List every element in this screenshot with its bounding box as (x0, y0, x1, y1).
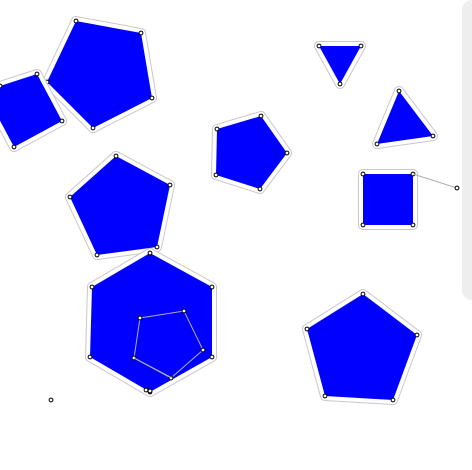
pentagon-center-handle-3[interactable] (284, 150, 290, 156)
pentagon-mid-left-handle-1[interactable] (113, 153, 119, 159)
pentagon-bottom-right-handle-4[interactable] (322, 393, 328, 399)
pentagon-mid-left[interactable] (65, 151, 175, 260)
pentagon-bottom-right[interactable] (302, 289, 422, 405)
hexagon-bottom-left-handle-3[interactable] (209, 354, 215, 360)
square-right-fill[interactable] (363, 174, 413, 225)
guide-line-inner[interactable] (133, 357, 173, 379)
side-panel-edge (462, 0, 472, 300)
pentagon-mid-left-handle-4[interactable] (94, 252, 100, 258)
pentagon-center-handle-2[interactable] (258, 113, 264, 119)
hexagon-bottom-left-fill[interactable] (90, 253, 212, 392)
square-right-handle-1[interactable] (360, 171, 366, 177)
triangle-right-handle-2[interactable] (430, 133, 436, 139)
pentagon-top-left[interactable] (42, 16, 157, 133)
pentagon-outline-inner-line[interactable] (133, 310, 204, 379)
handle-hexagon-extra-2[interactable] (147, 388, 153, 394)
pentagon-top-left-handle-4[interactable] (90, 125, 96, 131)
pentagon-center[interactable] (211, 111, 292, 194)
pentagon-bottom-right-handle-3[interactable] (390, 397, 396, 403)
triangle-top-right-handle-1[interactable] (316, 43, 322, 49)
square-left-handle-4[interactable] (11, 144, 17, 150)
hexagon-bottom-left-handle-5[interactable] (87, 354, 93, 360)
square-left-handle-1[interactable] (0, 83, 3, 89)
triangle-top-right-handle-2[interactable] (358, 43, 364, 49)
pentagon-mid-left-handle-3[interactable] (154, 244, 160, 250)
pentagon-bottom-right-handle-5[interactable] (304, 326, 310, 332)
triangle-right-fill[interactable] (377, 91, 433, 144)
pentagon-center-fill[interactable] (216, 116, 287, 189)
triangle-top-right[interactable] (314, 41, 366, 89)
hexagon-bottom-left-handle-2[interactable] (209, 284, 215, 290)
pentagon-outline-inner-handle-2[interactable] (181, 308, 187, 314)
pentagon-mid-left-fill[interactable] (70, 156, 170, 255)
pentagon-center-handle-4[interactable] (257, 186, 263, 192)
pentagon-top-left-handle-2[interactable] (138, 30, 144, 36)
triangle-top-right-fill[interactable] (319, 46, 361, 84)
handle-loose-bottom-left[interactable] (48, 397, 54, 403)
triangle-right[interactable] (372, 86, 438, 149)
pentagon-bottom-right-handle-1[interactable] (360, 291, 366, 297)
pentagon-top-left-handle-3[interactable] (149, 95, 155, 101)
pentagon-outline-inner-handle-1[interactable] (137, 315, 143, 321)
square-left-handle-3[interactable] (59, 118, 65, 124)
handle-loose-square[interactable] (454, 185, 460, 191)
square-left-handle-2[interactable] (34, 71, 40, 77)
square-left-fill[interactable] (0, 74, 62, 147)
pentagon-bottom-right-handle-2[interactable] (414, 332, 420, 338)
pentagon-top-left-handle-1[interactable] (73, 18, 79, 24)
pentagon-mid-left-handle-5[interactable] (67, 194, 73, 200)
pentagon-outline-inner-handle-3[interactable] (200, 347, 206, 353)
pentagon-center-handle-1[interactable] (214, 126, 220, 132)
hexagon-bottom-left[interactable] (85, 248, 217, 397)
handle-hexagon-extra[interactable] (143, 387, 149, 393)
square-right[interactable] (358, 169, 418, 230)
triangle-right-handle-3[interactable] (374, 141, 380, 147)
pentagon-mid-left-handle-2[interactable] (167, 182, 173, 188)
pentagon-center-handle-5[interactable] (213, 172, 219, 178)
square-right-handle-3[interactable] (410, 222, 416, 228)
pentagon-bottom-right-fill[interactable] (307, 294, 417, 400)
hexagon-bottom-left-handle-1[interactable] (147, 250, 153, 256)
triangle-top-right-handle-3[interactable] (337, 81, 343, 87)
square-right-handle-4[interactable] (360, 222, 366, 228)
triangle-right-handle-1[interactable] (396, 88, 402, 94)
pentagon-top-left-fill[interactable] (47, 21, 152, 128)
square-left[interactable] (0, 69, 67, 152)
hexagon-bottom-left-handle-6[interactable] (89, 284, 95, 290)
guide-line-square-right[interactable] (412, 173, 458, 189)
